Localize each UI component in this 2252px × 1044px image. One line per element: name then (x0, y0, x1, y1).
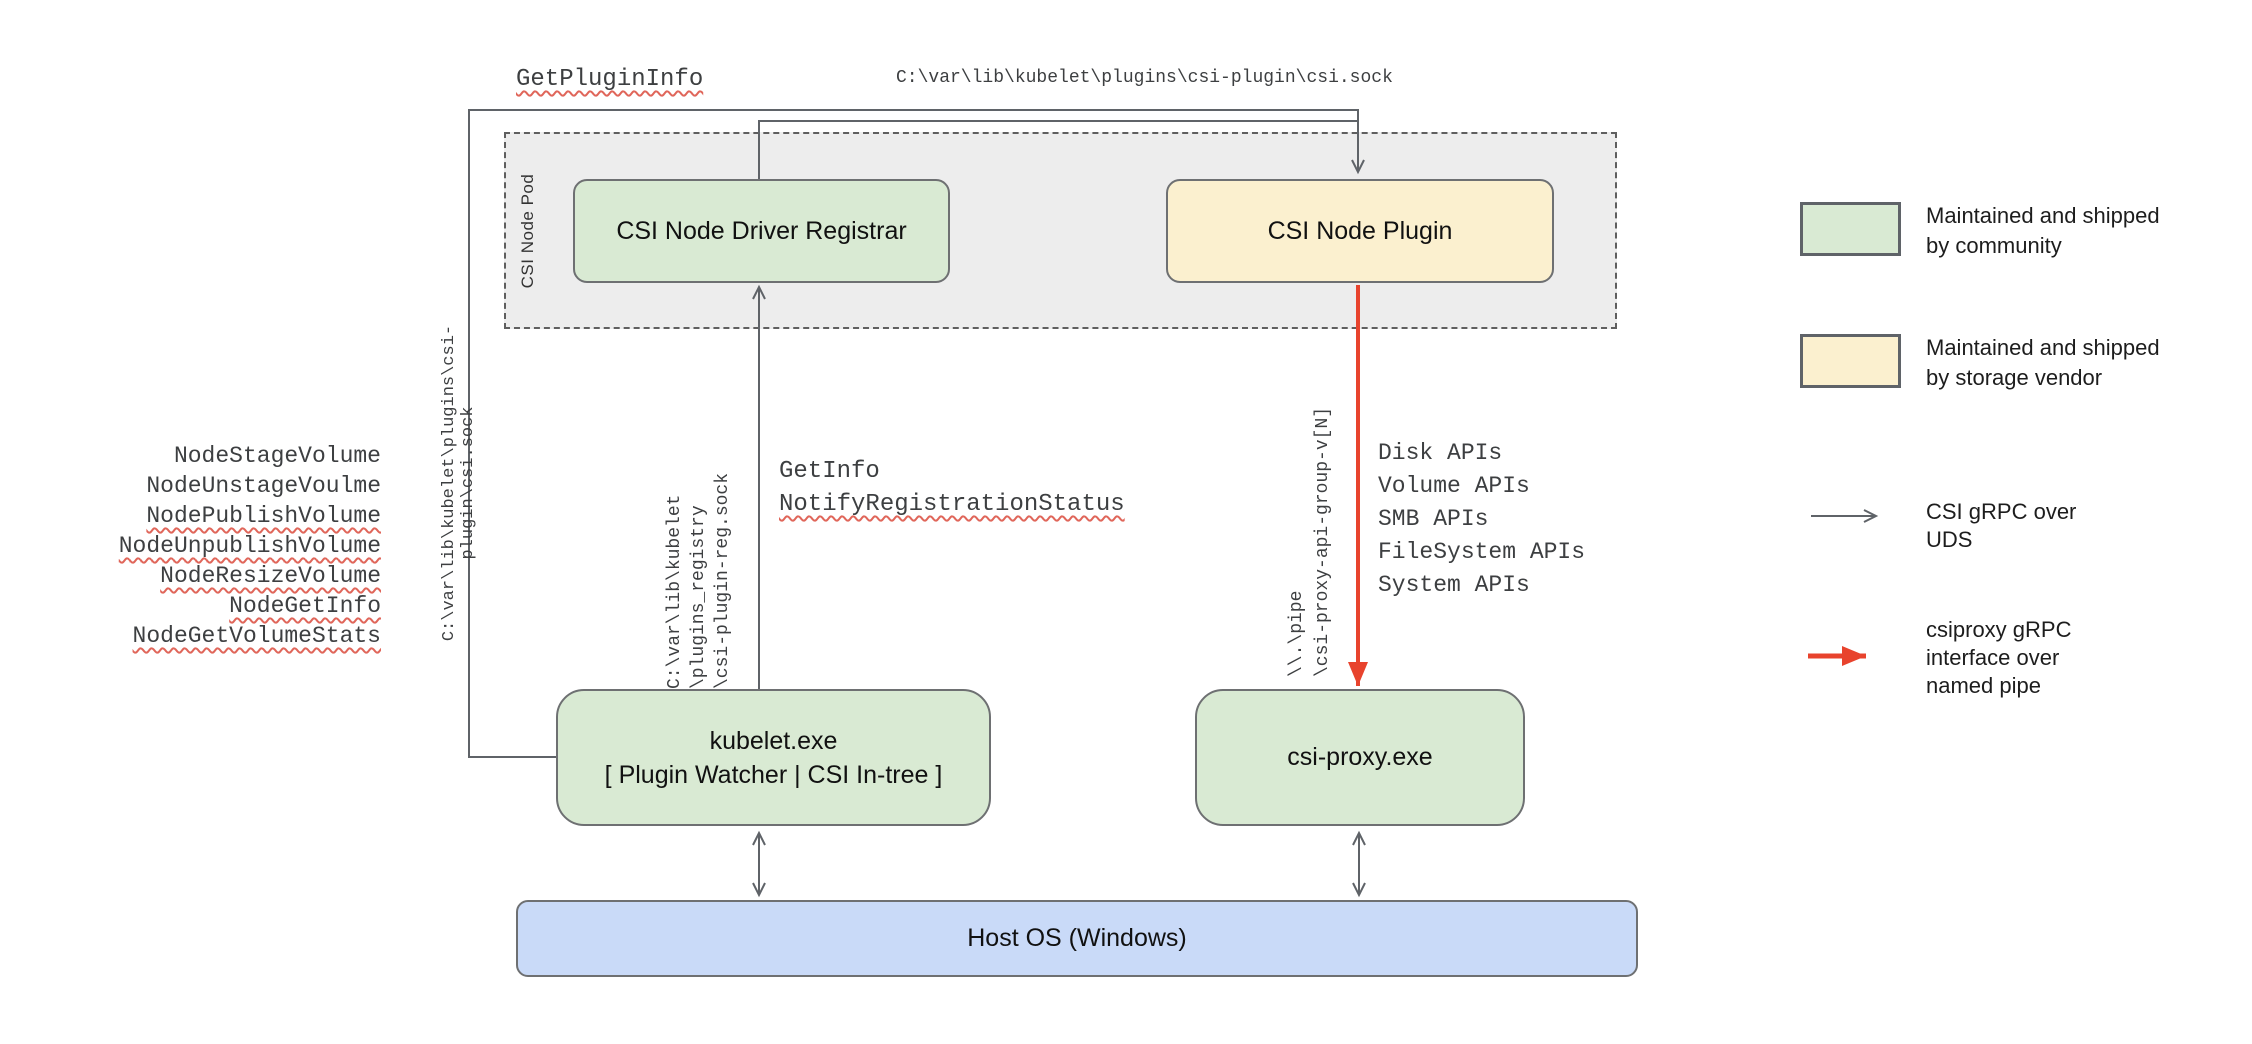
node-call-item: NodeGetInfo (229, 593, 381, 619)
hostos-label: Host OS (Windows) (967, 924, 1187, 952)
legend-red-arrow-text: csiproxy gRPC interface over named pipe (1926, 616, 2071, 700)
legend-text-line: by community (1926, 233, 2062, 258)
legend-text-line: CSI gRPC over (1926, 499, 2077, 524)
kubelet-label-line1: kubelet.exe (709, 726, 838, 755)
pipe-path-line: \csi-proxy-api-group-v[N] (1313, 406, 1333, 677)
registration-sock-line: \csi-plugin-reg.sock (713, 472, 733, 689)
registration-rpc-labels: GetInfo NotifyRegistrationStatus (779, 455, 1125, 521)
legend-text-line: interface over (1926, 645, 2060, 670)
legend-text-line: UDS (1926, 527, 1973, 552)
kubelet-label-line2: [ Plugin Watcher | CSI In-tree ] (604, 760, 943, 789)
plugin-label: CSI Node Plugin (1267, 216, 1453, 245)
csi-sock-path-vertical-label: C:\var\lib\kubelet\plugins\csi-plugin\cs… (440, 324, 478, 642)
node-call-item: NodeUnpublishVolume (118, 533, 381, 559)
node-rpc-call-list: NodeStageVolume NodeUnstageVoulme NodePu… (1, 441, 381, 651)
getinfo-label: GetInfo (779, 458, 880, 485)
api-list-item: Disk APIs (1378, 440, 1503, 466)
node-call-item: NodePublishVolume (146, 503, 381, 529)
csi-proxy-box: csi-proxy.exe (1195, 689, 1525, 826)
legend-text-line: csiproxy gRPC (1926, 617, 2072, 642)
legend-community-swatch (1800, 202, 1901, 256)
node-call-item: NodeResizeVolume (160, 563, 381, 589)
csi-sock-path-top-label: C:\var\lib\kubelet\plugins\csi-plugin\cs… (896, 68, 1393, 88)
csiproxy-api-list: Disk APIs Volume APIs SMB APIs FileSyste… (1378, 437, 1585, 602)
legend-gray-arrow-text: CSI gRPC over UDS (1926, 498, 2076, 554)
registration-sock-line: \plugins_registry (689, 505, 709, 689)
api-list-item: FileSystem APIs (1378, 539, 1586, 565)
legend-text-line: Maintained and shipped (1926, 335, 2160, 360)
csi-node-pod-label: CSI Node Pod (518, 173, 537, 289)
legend-text-line: named pipe (1926, 673, 2041, 698)
node-call-item: NodeStageVolume (173, 443, 381, 469)
legend-community-text: Maintained and shipped by community (1926, 201, 2160, 261)
legend-vendor-swatch (1800, 334, 1901, 388)
host-os-box: Host OS (Windows) (516, 900, 1638, 977)
api-list-item: System APIs (1378, 572, 1530, 598)
api-list-item: Volume APIs (1378, 473, 1530, 499)
registration-sock-line: C:\var\lib\kubelet (665, 494, 685, 689)
csiproxy-label: csi-proxy.exe (1287, 743, 1433, 771)
csi-node-plugin-box: CSI Node Plugin (1166, 179, 1554, 283)
legend-vendor-text: Maintained and shipped by storage vendor (1926, 333, 2160, 393)
named-pipe-path-label: \\.\pipe \csi-proxy-api-group-v[N] (1284, 397, 1336, 677)
api-list-item: SMB APIs (1378, 506, 1489, 532)
legend-text-line: by storage vendor (1926, 365, 2103, 390)
csi-node-driver-registrar-box: CSI Node Driver Registrar (573, 179, 950, 283)
node-call-item: NodeUnstageVoulme (146, 473, 381, 499)
kubelet-box: kubelet.exe [ Plugin Watcher | CSI In-tr… (556, 689, 991, 826)
registrar-label: CSI Node Driver Registrar (616, 216, 907, 245)
notify-registration-status-label: NotifyRegistrationStatus (779, 491, 1125, 518)
registration-sock-path-label: C:\var\lib\kubelet \plugins_registry \cs… (663, 449, 735, 689)
getplugininfo-label: GetPluginInfo (516, 66, 704, 93)
legend-text-line: Maintained and shipped (1926, 203, 2160, 228)
pipe-path-line: \\.\pipe (1287, 590, 1307, 677)
node-call-item: NodeGetVolumeStats (132, 623, 381, 649)
